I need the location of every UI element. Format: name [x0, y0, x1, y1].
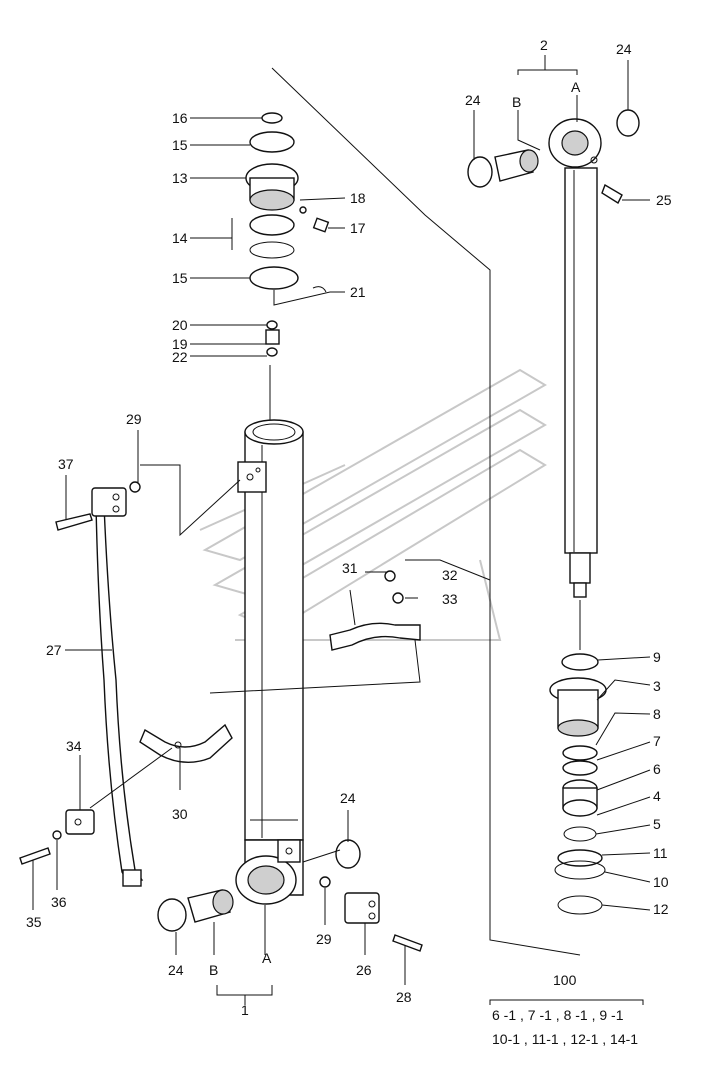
label-24a: 24 — [465, 92, 481, 108]
label-17: 17 — [350, 220, 366, 236]
label-9: 9 — [653, 649, 661, 665]
label-4: 4 — [653, 788, 661, 804]
label-1: 1 — [241, 1002, 249, 1018]
bushing-rod-end — [467, 109, 640, 188]
bushing-tube-end — [157, 839, 361, 932]
label-22: 22 — [172, 349, 188, 365]
label-14: 14 — [172, 230, 188, 246]
label-15b: 15 — [172, 270, 188, 286]
label-19: 19 — [172, 336, 188, 352]
label-6: 6 — [653, 761, 661, 777]
label-11: 11 — [653, 845, 668, 861]
leader-lines — [32, 55, 651, 1005]
label-18: 18 — [350, 190, 366, 206]
pipe — [95, 504, 144, 887]
label-29b: 29 — [316, 931, 332, 947]
label-5: 5 — [653, 816, 661, 832]
label-30: 30 — [172, 806, 188, 822]
label-21: 21 — [350, 284, 366, 300]
label-25: 25 — [656, 192, 672, 208]
label-35: 35 — [26, 914, 42, 930]
label-15a: 15 — [172, 137, 188, 153]
label-rod-b: B — [512, 94, 521, 110]
label-24c: 24 — [340, 790, 356, 806]
label-29a: 29 — [126, 411, 142, 427]
label-28: 28 — [396, 989, 412, 1005]
kit-number: 100 — [553, 972, 577, 988]
pipe-clamp-upper — [55, 481, 141, 531]
kit-line-1: 6 -1 , 7 -1 , 8 -1 , 9 -1 — [492, 1007, 624, 1023]
label-26: 26 — [356, 962, 372, 978]
label-rod-a: A — [571, 79, 581, 95]
label-24b: 24 — [616, 41, 632, 57]
piston-parts — [549, 653, 607, 915]
label-31: 31 — [342, 560, 358, 576]
label-27: 27 — [46, 642, 62, 658]
label-34: 34 — [66, 738, 82, 754]
label-33: 33 — [442, 591, 458, 607]
label-32: 32 — [442, 567, 458, 583]
kit-line-2: 10-1 , 11-1 , 12-1 , 14-1 — [492, 1031, 638, 1047]
label-tube-b: B — [209, 962, 218, 978]
watermark-logo-icon — [199, 368, 547, 641]
label-3: 3 — [653, 678, 661, 694]
label-8: 8 — [653, 706, 661, 722]
label-tube-a: A — [262, 950, 272, 966]
label-24d: 24 — [168, 962, 184, 978]
label-20: 20 — [172, 317, 188, 333]
clamp-block-26 — [319, 876, 423, 952]
cylinder-tube — [235, 419, 304, 905]
clamp-block — [19, 809, 95, 865]
bracket-upper — [329, 570, 421, 651]
label-7: 7 — [653, 733, 661, 749]
bracket-lower — [139, 723, 233, 763]
label-16: 16 — [172, 110, 188, 126]
cylinder-head-parts — [245, 112, 330, 357]
piston-rod — [548, 118, 623, 598]
label-10: 10 — [653, 874, 669, 890]
label-2: 2 — [540, 37, 548, 53]
label-12: 12 — [653, 901, 669, 917]
label-13: 13 — [172, 170, 188, 186]
label-37: 37 — [58, 456, 74, 472]
label-36: 36 — [51, 894, 67, 910]
